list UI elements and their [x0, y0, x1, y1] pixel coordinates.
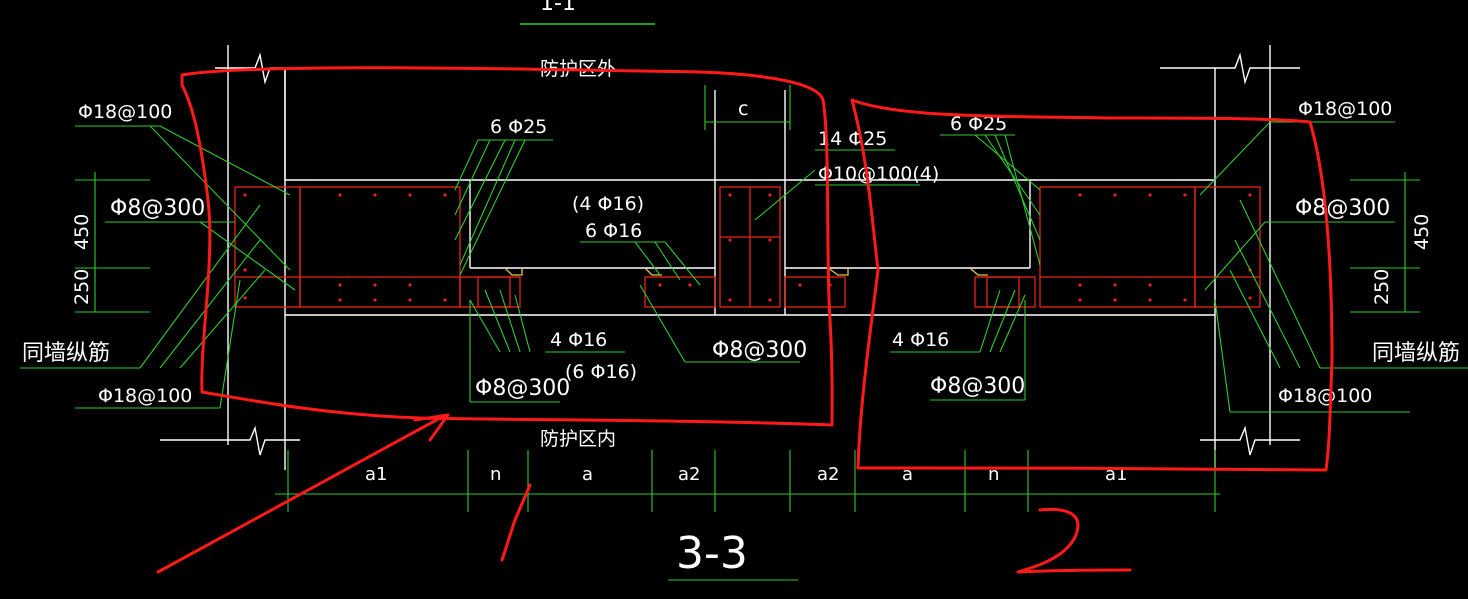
bottom-phi8-left-label: Φ8@300	[475, 376, 570, 401]
labels: 防护区外 防护区内 Φ18@100 Φ8@300 同墙纵筋 Φ18@100 Φ1…	[22, 58, 1460, 579]
handwritten-mark-2	[1016, 507, 1132, 574]
dim-250-right-label: 250	[1371, 269, 1393, 305]
bottom-4phi16-left-label: 4 Φ16	[550, 329, 607, 351]
leader-lines	[20, 85, 1468, 581]
dim-250-left-label: 250	[71, 269, 93, 305]
wall-rebar-right-label: 同墙纵筋	[1372, 341, 1460, 366]
phi18-left-bottom-label: Φ18@100	[98, 385, 192, 407]
top-title-text: 1-1	[540, 0, 576, 16]
phi18-left-top-label: Φ18@100	[78, 101, 172, 123]
phi18-right-top-label: Φ18@100	[1298, 98, 1392, 120]
dim-a-right: a	[902, 464, 913, 485]
wall-rebar-left-label: 同墙纵筋	[22, 341, 110, 366]
top-title-fragment: 1-1	[520, 0, 655, 25]
annotation-arrow	[156, 416, 442, 574]
phi8-right-side-label: Φ8@300	[1295, 196, 1390, 221]
top-6phi25-right-label: 6 Φ25	[950, 113, 1007, 135]
break-symbols	[160, 52, 1300, 456]
handwritten-mark-1	[500, 483, 532, 562]
rebar-dots	[243, 193, 1252, 302]
concrete-outline	[227, 45, 1271, 470]
col-14phi25-label: 14 Φ25	[818, 128, 887, 150]
rebar-cages	[234, 186, 1261, 308]
bottom-phi8-right-label: Φ8@300	[930, 374, 1025, 399]
phi8-left-side-label: Φ8@300	[110, 196, 205, 221]
annotation-region-2	[850, 98, 1334, 472]
col-stirrup-label: Φ10@100(4)	[818, 163, 939, 185]
bottom-6phi16-label: (6 Φ16)	[565, 361, 637, 383]
annotation-region-1	[180, 66, 834, 427]
beam-6phi16-label: 6 Φ16	[585, 220, 642, 242]
hand-annotations	[156, 66, 1334, 574]
bottom-4phi16-right-label: 4 Φ16	[892, 329, 949, 351]
bottom-phi8-mid-label: Φ8@300	[712, 338, 807, 363]
haunch-marks	[504, 267, 988, 276]
dim-a2-left: a2	[678, 464, 700, 485]
dim-450-left-label: 450	[71, 214, 93, 250]
dim-450-right-label: 450	[1411, 214, 1433, 250]
c-dim-label: c	[738, 98, 748, 120]
dim-n-right: n	[988, 464, 999, 485]
dim-a-left: a	[582, 464, 593, 485]
top-6phi25-left-label: 6 Φ25	[490, 116, 547, 138]
dim-a2-right: a2	[817, 464, 839, 485]
section-title: 3-3	[676, 528, 748, 579]
beam-4phi16-label: (4 Φ16)	[572, 193, 644, 215]
dim-a1-left: a1	[365, 464, 387, 485]
dim-n-left: n	[490, 464, 501, 485]
phi18-right-bottom-label: Φ18@100	[1278, 385, 1372, 407]
zone-inside-label: 防护区内	[540, 428, 616, 450]
